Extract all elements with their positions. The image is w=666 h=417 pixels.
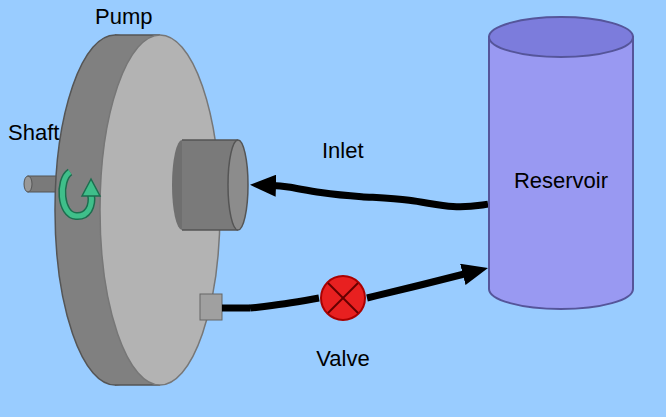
rotation-arrow-head	[82, 179, 100, 196]
valve-cross	[328, 283, 358, 313]
pump-node: Pump	[25, 0, 250, 395]
hub-edge	[182, 139, 238, 141]
pipe-connector	[270, 186, 488, 207]
outlet-pipe	[222, 305, 250, 312]
edge-label: Inlet	[322, 138, 364, 163]
reservoir-top	[489, 17, 633, 57]
valve-cross	[328, 283, 358, 313]
pump-shape	[25, 0, 250, 395]
part-label: Shaft	[8, 120, 59, 145]
valve-body	[321, 276, 365, 320]
pipe-connector	[367, 273, 469, 298]
valve-drawing	[321, 276, 365, 320]
cylinder-shape	[488, 16, 634, 310]
hub-edge	[182, 229, 238, 231]
valve-node: Valve	[303, 274, 383, 376]
valve-shape	[319, 274, 367, 322]
pump-outlet	[200, 294, 222, 320]
reservoir-node: Reservoir	[488, 16, 634, 310]
pipe-connector	[250, 298, 319, 308]
node-label: Pump	[95, 4, 152, 29]
node-label: Valve	[303, 346, 383, 371]
node-label: Reservoir	[488, 168, 634, 193]
reservoir-body	[489, 37, 633, 309]
hub-end	[228, 140, 248, 230]
connector-group	[250, 186, 488, 309]
reservoir-drawing	[489, 17, 633, 309]
pump-drawing	[24, 35, 250, 385]
shaft-end	[24, 176, 32, 192]
